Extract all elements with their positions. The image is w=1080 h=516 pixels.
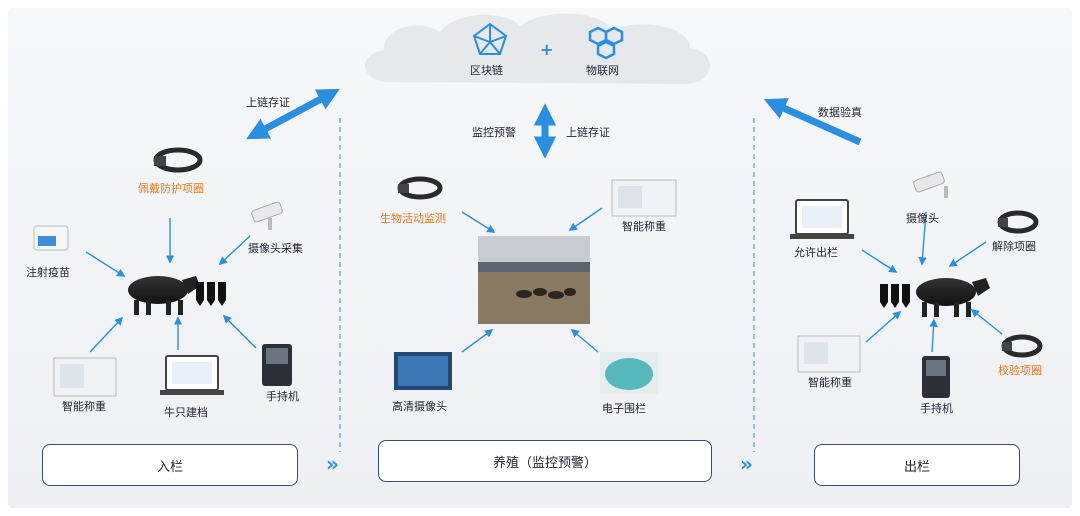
arrow-scale-farming bbox=[568, 207, 603, 231]
label-entry-scale: 智能称重 bbox=[62, 400, 106, 413]
handheld-icon-entry bbox=[262, 344, 292, 386]
camera-icon-exit bbox=[913, 171, 948, 198]
label-monitor: 生物活动监测 bbox=[380, 212, 446, 225]
scale-icon-farming bbox=[611, 179, 677, 217]
handheld-icon-exit bbox=[922, 356, 950, 398]
stage-farming: 养殖（监控预警） bbox=[378, 440, 712, 482]
label-release: 允许出栏 bbox=[794, 246, 838, 259]
camera-icon-farming bbox=[394, 352, 452, 390]
arrow-verify-collar bbox=[970, 308, 1003, 335]
arrow-entry-chain bbox=[246, 88, 340, 140]
label-entry-chain: 上链存证 bbox=[246, 96, 290, 109]
arrow-handheld-exit bbox=[929, 318, 938, 353]
label-remove-collar: 解除项圈 bbox=[992, 240, 1036, 253]
arrow-camera-exit bbox=[918, 211, 927, 266]
arrow-release bbox=[861, 249, 898, 273]
cloud-shape bbox=[365, 13, 711, 84]
label-entry-camera: 摄像头采集 bbox=[248, 242, 303, 255]
label-verify-collar: 校验项圈 bbox=[998, 364, 1042, 377]
label-fence: 电子围栏 bbox=[602, 402, 646, 415]
iot-label: 物联网 bbox=[586, 64, 619, 77]
label-vaccine: 注射疫苗 bbox=[26, 266, 70, 279]
collar-icon-farming bbox=[397, 176, 443, 200]
label-monitor-warning: 监控预警 bbox=[472, 126, 516, 139]
label-data-verify: 数据验真 bbox=[818, 106, 862, 119]
label-farming-chain: 上链存证 bbox=[566, 126, 610, 139]
arrow-scale-entry bbox=[89, 316, 124, 353]
chevron-right-icon-2: » bbox=[740, 452, 753, 476]
stage-entry: 入栏 bbox=[42, 444, 298, 486]
label-entry-handheld: 手持机 bbox=[266, 390, 299, 403]
label-exit-handheld: 手持机 bbox=[920, 402, 953, 415]
collar-icon-exit-remove bbox=[997, 210, 1039, 234]
collar-icon-entry bbox=[153, 147, 203, 173]
farm-photo bbox=[478, 236, 590, 324]
arrow-handheld-entry bbox=[222, 314, 257, 349]
arrow-scale-exit bbox=[865, 310, 902, 343]
vaccine-icon bbox=[33, 225, 69, 251]
collar-icon-exit-verify bbox=[1001, 334, 1043, 358]
ear-tags-icon-entry bbox=[196, 282, 226, 306]
scale-icon-entry bbox=[53, 357, 117, 397]
blockchain-label: 区块链 bbox=[470, 64, 503, 77]
ear-tags-icon-exit bbox=[880, 284, 910, 308]
fence-icon bbox=[600, 352, 658, 394]
label-exit-camera: 摄像头 bbox=[906, 212, 939, 225]
blockchain-icon bbox=[472, 22, 508, 55]
arrow-camera-farming bbox=[461, 329, 494, 353]
arrow-camera-entry bbox=[218, 235, 251, 266]
iot-icon bbox=[588, 26, 624, 60]
laptop-icon-exit bbox=[790, 199, 854, 239]
chevron-right-icon: » bbox=[326, 452, 339, 476]
label-exit-scale: 智能称重 bbox=[808, 376, 852, 389]
cow-icon-entry bbox=[128, 276, 200, 315]
label-entry-collar: 佩戴防护项圈 bbox=[138, 182, 204, 195]
arrow-exit-chain bbox=[763, 98, 862, 146]
laptop-icon-entry bbox=[160, 355, 224, 395]
scale-icon-exit bbox=[797, 335, 861, 373]
arrow-remove-collar bbox=[948, 241, 987, 267]
arrow-vaccine bbox=[85, 251, 126, 277]
label-archive: 牛只建档 bbox=[164, 406, 208, 419]
label-farming-camera: 高清摄像头 bbox=[392, 400, 447, 413]
camera-icon-entry bbox=[251, 201, 283, 230]
arrow-fence bbox=[570, 328, 599, 353]
stage-exit: 出栏 bbox=[814, 444, 1020, 486]
arrow-monitor bbox=[461, 211, 496, 233]
plus-sign: + bbox=[540, 40, 554, 59]
cow-icon-exit bbox=[916, 278, 990, 317]
label-farming-scale: 智能称重 bbox=[622, 220, 666, 233]
